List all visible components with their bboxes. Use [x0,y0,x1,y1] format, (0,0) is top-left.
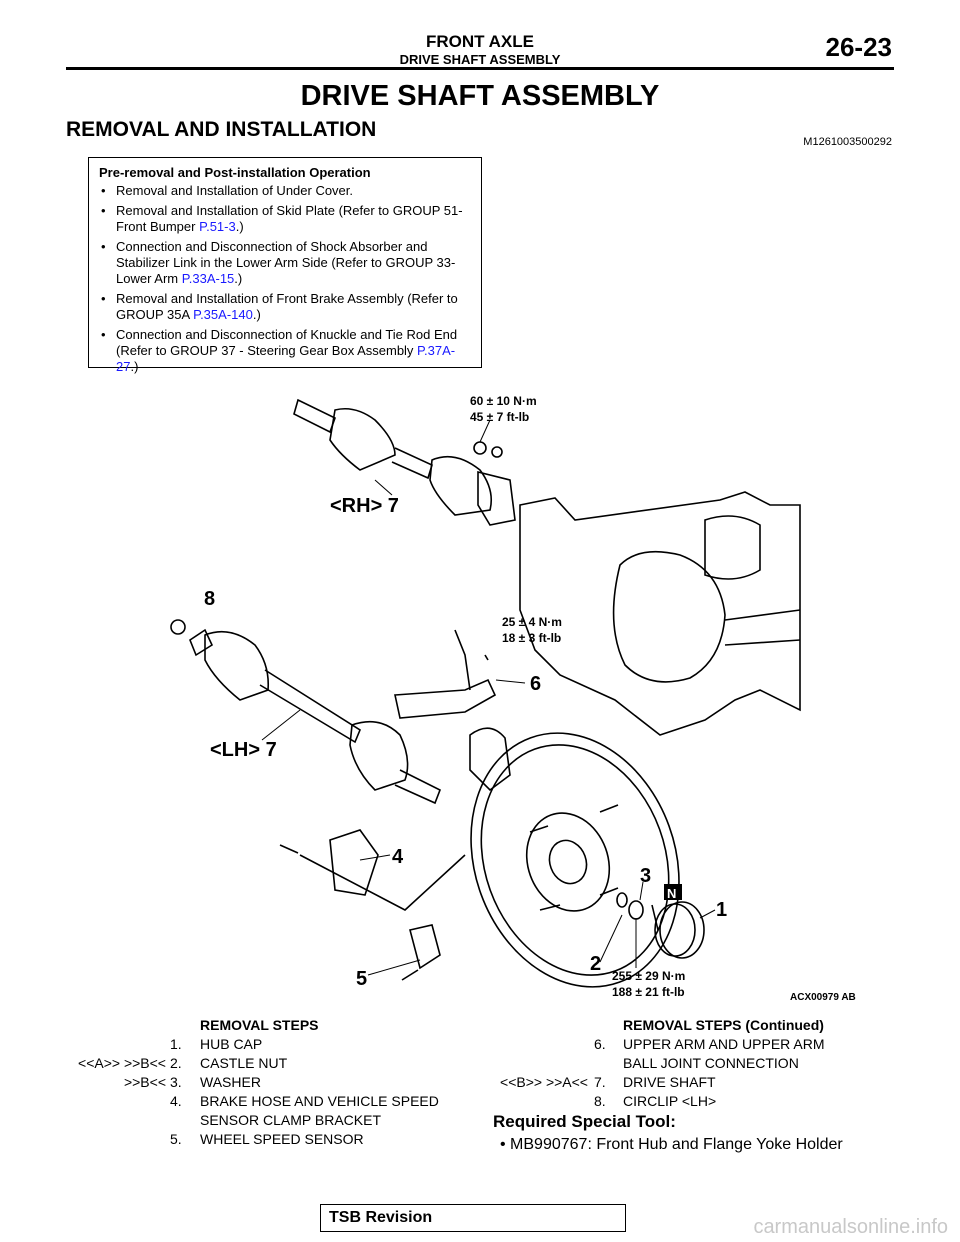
page-number: 26-23 [825,32,893,62]
step-number: 5. [170,1131,182,1147]
step-text: CASTLE NUT [200,1055,288,1071]
step-text: CIRCLIP <LH> [623,1093,717,1109]
pre-removal-suffix: .) [130,359,139,374]
step-row: 5. WHEEL SPEED SENSOR [66,1130,476,1149]
brackets [279,829,466,981]
drive-shaft-diagram: 60 ± 10 N·m 45 ± 7 ft-lb 25 ± 4 N·m 18 ±… [170,394,856,1003]
label-3: 3 [640,865,651,887]
step-number: 6. [594,1036,606,1052]
lh-drive-shaft [170,619,442,805]
step-row: 4. BRAKE HOSE AND VEHICLE SPEED [66,1092,476,1111]
removal-steps: REMOVAL STEPS 1. HUB CAP <<A>> >>B<<2. CAS… [66,1016,476,1149]
step-row: >>B<<3. WASHER [66,1073,476,1092]
figure-code: ACX00979 AB [790,992,856,1003]
pre-removal-text: Removal and Installation of Front Brake … [116,291,458,322]
label-4: 4 [392,846,404,868]
step-text: SENSOR CLAMP BRACKET [200,1112,382,1128]
special-tool-item: • MB990767: Front Hub and Flange Yoke Ho… [500,1136,843,1153]
label-6: 6 [530,673,541,695]
step-row: 1. HUB CAP [66,1035,476,1054]
label-1: 1 [716,899,727,921]
rh-drive-shaft [293,398,516,526]
axle-housing [519,491,801,736]
pre-removal-suffix: .) [235,219,244,234]
label-8: 8 [204,588,215,610]
label-rh-drive-shaft: <RH> 7 [330,495,399,517]
step-row: 6. UPPER ARM AND UPPER ARM [488,1035,894,1054]
pre-removal-suffix: .) [234,271,243,286]
step-text: WHEEL SPEED SENSOR [200,1131,364,1147]
torque-top-ftlb: 45 ± 7 ft-lb [470,410,529,424]
removal-steps-continued: REMOVAL STEPS (Continued) 6. UPPER ARM AN… [488,1016,894,1111]
step-number: 8. [594,1093,606,1109]
page-title: DRIVE SHAFT ASSEMBLY [300,80,660,112]
reference-link[interactable]: P.37A-27 [116,343,456,374]
step-row: SENSOR CLAMP BRACKET [66,1111,476,1130]
torque-bottom-nm: 255 ± 29 N·m [612,969,685,983]
pre-removal-text: Removal and Installation of Under Cover. [116,183,354,198]
step-text: BRAKE HOSE AND VEHICLE SPEED [200,1093,439,1109]
step-text: HUB CAP [200,1036,263,1052]
step-row: 8. CIRCLIP <LH> [488,1092,894,1111]
step-number: 3. [170,1074,182,1090]
label-n-new-part: N [667,886,676,901]
upper-arm [394,629,497,719]
pre-removal-item: Connection and Disconnection of Shock Ab… [99,239,471,287]
pre-removal-text: Connection and Disconnection of Shock Ab… [116,239,456,286]
torque-top-nm: 60 ± 10 N·m [470,394,537,408]
torque-mid-ftlb: 18 ± 3 ft-lb [502,631,561,645]
step-row: BALL JOINT CONNECTION [488,1054,894,1073]
hub-and-disc [469,727,680,988]
step-text: UPPER ARM AND UPPER ARM [623,1036,825,1052]
pre-removal-suffix: .) [252,307,261,322]
label-5: 5 [356,968,367,990]
step-text: BALL JOINT CONNECTION [623,1055,799,1071]
hub-cap-group [616,884,705,959]
step-number: 2. [170,1055,182,1071]
tsb-revision-box: TSB Revision [320,1204,626,1232]
removal-steps-continued-title: REMOVAL STEPS (Continued) [623,1017,824,1033]
chapter-subtitle: DRIVE SHAFT ASSEMBLY [399,52,561,67]
torque-mid-nm: 25 ± 4 N·m [502,615,562,629]
step-ref: >>B<< [123,1074,166,1090]
reference-link[interactable]: P.33A-15 [181,271,235,286]
step-row: <<B>> >>A<< 7. DRIVE SHAFT [488,1073,894,1092]
label-2: 2 [590,953,601,975]
pre-removal-list: Removal and Installation of Under Cover.… [99,183,471,375]
step-number: 7. [594,1074,606,1090]
watermark: carmanualsonline.info [753,1216,948,1238]
document-id: M1261003500292 [803,136,892,148]
label-lh-drive-shaft: <LH> 7 [210,739,277,761]
step-number: 1. [170,1036,182,1052]
step-row: <<A>> >>B<<2. CASTLE NUT [66,1054,476,1073]
pre-removal-text: Removal and Installation of Skid Plate (… [116,203,463,234]
step-ref: <<B>> >>A<< [500,1074,588,1090]
step-text: WASHER [200,1074,261,1090]
pre-removal-text: Connection and Disconnection of Knuckle … [116,327,458,358]
step-ref: <<A>> >>B<< [78,1055,166,1071]
section-title: REMOVAL AND INSTALLATION [66,118,377,141]
chapter-title: FRONT AXLE [426,32,534,51]
special-tool-text: MB990767: Front Hub and Flange Yoke Hold… [510,1136,843,1153]
reference-link[interactable]: P.51-3 [199,219,236,234]
leader-lines [261,419,716,976]
step-number: 4. [170,1093,182,1109]
pre-removal-item: Removal and Installation of Skid Plate (… [99,203,471,235]
pre-removal-item: Removal and Installation of Under Cover. [99,183,471,199]
step-text: DRIVE SHAFT [623,1074,716,1090]
pre-removal-item: Removal and Installation of Front Brake … [99,291,471,323]
pre-removal-title: Pre-removal and Post-installation Operat… [99,165,371,180]
pre-removal-item: Connection and Disconnection of Knuckle … [99,327,471,375]
torque-bottom-ftlb: 188 ± 21 ft-lb [612,985,685,999]
special-tool-title: Required Special Tool: [493,1112,676,1131]
header-rule [66,67,894,70]
removal-steps-title: REMOVAL STEPS [200,1017,319,1033]
reference-link[interactable]: P.35A-140 [193,307,253,322]
pre-removal-box: Pre-removal and Post-installation Operat… [88,157,482,374]
